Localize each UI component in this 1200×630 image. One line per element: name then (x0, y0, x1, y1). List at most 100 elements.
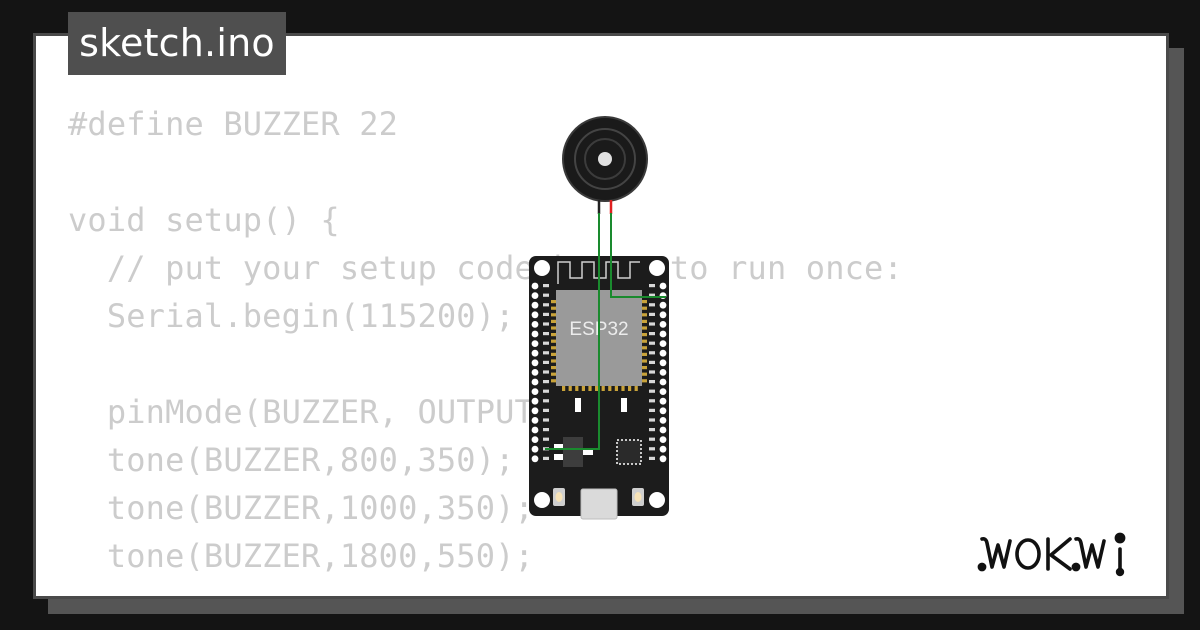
pin-label-mark (543, 399, 549, 403)
buzzer-ring-inner (584, 138, 626, 180)
module-pad (614, 385, 618, 391)
pin-hole (659, 349, 667, 357)
module-pad (608, 385, 612, 391)
pin-label-mark (543, 322, 549, 326)
module-pad (551, 346, 557, 350)
module-pad (551, 372, 557, 376)
module-pad (641, 372, 647, 376)
pin-hole (531, 407, 539, 415)
module-pad (641, 313, 647, 317)
module-pad (581, 385, 585, 391)
pin-hole (659, 436, 667, 443)
pin-hole (531, 436, 539, 443)
module-pad (551, 352, 557, 356)
pin-hole (531, 378, 539, 386)
module-pad (551, 306, 557, 310)
pin-label-mark (649, 341, 655, 345)
module-pad (641, 326, 647, 330)
pin-label-mark (649, 399, 655, 403)
pin-label-mark (649, 447, 655, 451)
wire-gnd[interactable] (545, 213, 600, 450)
module-pad (641, 366, 647, 370)
mount-hole-bottom-left (534, 492, 550, 508)
antenna-trace (557, 261, 640, 284)
pin-label-mark (543, 293, 549, 297)
module-pad (641, 359, 647, 363)
pin-label-mark (543, 303, 549, 307)
pin-hole (531, 292, 539, 299)
pin-label-mark (543, 456, 549, 460)
module-pad (575, 385, 579, 391)
pin-hole (659, 330, 667, 338)
pin-hole (659, 378, 667, 386)
pin-hole (659, 369, 667, 376)
mount-hole-top-left (534, 260, 550, 276)
wokwi-logo: WOKWI (976, 527, 1152, 577)
file-tab[interactable]: sketch.ino (68, 12, 286, 75)
pin-hole (531, 397, 539, 405)
micro-usb-port (580, 488, 618, 520)
pin-hole (531, 426, 539, 434)
usb-uart-chip (616, 439, 642, 465)
pin-hole (659, 282, 667, 290)
pin-label-mark (649, 408, 655, 412)
pin-hole (531, 369, 539, 376)
module-pad (551, 366, 557, 370)
module-pad (562, 385, 566, 391)
module-pad (551, 339, 557, 343)
regulator-pin-2 (554, 454, 563, 460)
module-pad (641, 339, 647, 343)
module-pad (641, 300, 647, 304)
code-line-1: #define BUZZER 22 (68, 105, 399, 143)
module-pad (551, 300, 557, 304)
mount-hole-top-right (649, 260, 665, 276)
module-pad (621, 385, 625, 391)
pin-label-mark (649, 428, 655, 432)
pin-label-mark (649, 380, 655, 384)
pin-label-mark (649, 418, 655, 422)
pin-hole (531, 301, 539, 309)
pin-hole (659, 301, 667, 309)
module-pad (634, 385, 638, 391)
module-pad (551, 326, 557, 330)
pin-hole (659, 359, 667, 367)
pin-hole (531, 282, 539, 290)
pin-label-mark (649, 312, 655, 316)
wire-signal-d22[interactable] (610, 213, 666, 298)
buzzer-center (598, 152, 612, 166)
pin-hole (659, 407, 667, 415)
module-pad (551, 379, 557, 383)
pin-label-mark (649, 284, 655, 288)
code-line-5: Serial.begin(115200); (68, 297, 515, 335)
pin-hole (659, 426, 667, 434)
led-smd-1 (575, 398, 581, 412)
piezo-buzzer[interactable] (562, 116, 648, 214)
pin-label-mark (543, 389, 549, 393)
module-pad (595, 385, 599, 391)
buzzer-ring-outer (574, 128, 636, 190)
module-pad (641, 352, 647, 356)
led-smd-2 (621, 398, 627, 412)
pin-hole (659, 455, 667, 463)
code-line-3: void setup() { (68, 201, 340, 239)
voltage-regulator (563, 437, 583, 467)
module-pad (551, 359, 557, 363)
pin-hole (531, 321, 539, 328)
pin-hole (531, 340, 539, 347)
pin-hole (531, 388, 539, 395)
pin-label-mark (543, 284, 549, 288)
regulator-tab (583, 448, 593, 455)
module-pad (641, 379, 647, 383)
pin-hole (531, 445, 539, 453)
header-pin-labels (543, 284, 655, 460)
pin-label-mark (649, 389, 655, 393)
pin-label-mark (649, 360, 655, 364)
pin-label-mark (649, 293, 655, 297)
pin-label-mark (649, 303, 655, 307)
pin-hole (659, 445, 667, 453)
pin-label-mark (649, 456, 655, 460)
pin-label-mark (543, 360, 549, 364)
pin-label-mark (543, 351, 549, 355)
